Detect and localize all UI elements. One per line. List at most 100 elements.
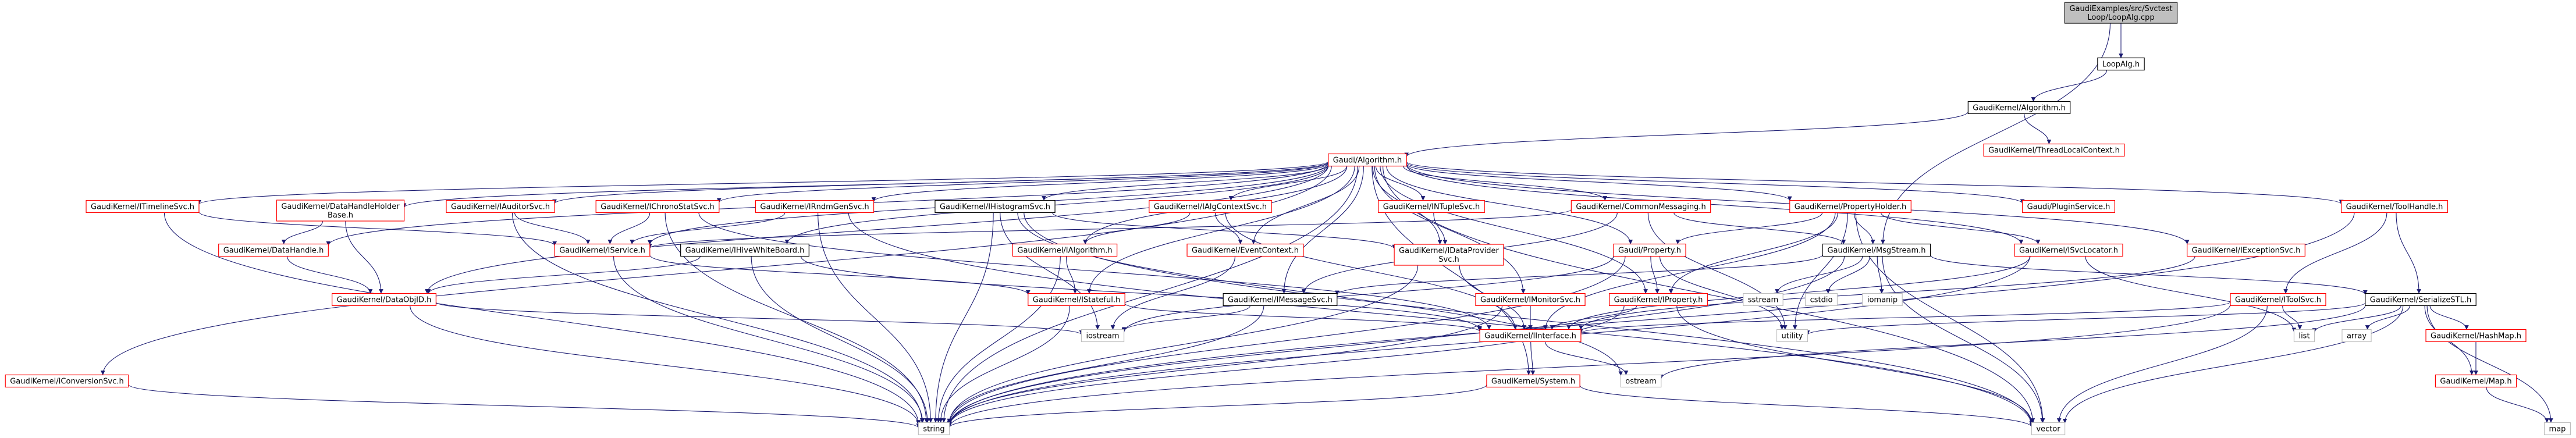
node-intuple[interactable]: GaudiKernel/INTupleSvc.h (1378, 200, 1485, 213)
edge-ga_alg-to-propholder (1406, 163, 1792, 201)
edge-dataobjid-to-iostream (435, 302, 1083, 335)
node-box (1223, 293, 1338, 307)
node-label: Gaudi/Algorithm.h (1333, 156, 1402, 165)
edge-system-to-vector (1579, 385, 2034, 428)
node-array: array (2342, 329, 2372, 343)
node-system[interactable]: GaudiKernel/System.h (1486, 374, 1580, 388)
node-box (446, 200, 555, 213)
edge-itoolsvc-to-list (2282, 305, 2303, 330)
node-label: GaudiKernel/IStateful.h (1033, 296, 1120, 305)
edge-ga_alg-to-iauditor (552, 162, 1329, 204)
node-tlc[interactable]: GaudiKernel/ThreadLocalContext.h (1983, 143, 2125, 157)
edge-ihisto-to-idataprov (1052, 212, 1397, 250)
node-label: GaudiKernel/Algorithm.h (1973, 104, 2065, 113)
node-string: string (918, 422, 950, 436)
node-box (1983, 143, 2125, 157)
node-imonitor[interactable]: GaudiKernel/IMonitorSvc.h (1475, 293, 1586, 307)
node-hashmap[interactable]: GaudiKernel/HashMap.h (2425, 329, 2527, 343)
node-box (2014, 243, 2123, 257)
node-commsg[interactable]: GaudiKernel/CommonMessaging.h (1571, 200, 1711, 213)
node-iinterface[interactable]: GaudiKernel/IInterface.h (1479, 329, 1582, 343)
node-gkmap[interactable]: GaudiKernel/Map.h (2435, 374, 2517, 388)
edge-ga_alg-to-iconv (100, 166, 1332, 375)
node-box (595, 200, 720, 213)
node-dataobjid[interactable]: GaudiKernel/DataObjID.h (332, 293, 436, 307)
node-iservice[interactable]: GaudiKernel/IService.h (554, 243, 651, 257)
node-label: GaudiKernel/EventContext.h (1192, 247, 1299, 255)
node-box (2342, 329, 2372, 343)
node-isvcloc[interactable]: GaudiKernel/ISvcLocator.h (2014, 243, 2123, 257)
node-ostream: ostream (1620, 374, 1662, 388)
node-itoolsvc[interactable]: GaudiKernel/IToolSvc.h (2230, 293, 2326, 307)
node-box (2543, 422, 2571, 436)
node-iauditor[interactable]: GaudiKernel/IAuditorSvc.h (446, 200, 555, 213)
dependency-edges (100, 23, 2553, 428)
node-box (1486, 374, 1580, 388)
edge-datahandle-to-dataobjid (286, 256, 373, 294)
edge-gk_alg-to-tlc (2024, 113, 2052, 144)
node-box (1609, 293, 1708, 307)
node-box (2293, 329, 2315, 343)
node-label: GaudiExamples/src/Svctest (2069, 5, 2172, 13)
node-iexcept[interactable]: GaudiKernel/IExceptionSvc.h (2187, 243, 2305, 257)
node-ichrono[interactable]: GaudiKernel/IChronoStatSvc.h (595, 200, 720, 213)
node-msgstream[interactable]: GaudiKernel/MsgStream.h (1822, 243, 1931, 257)
node-label: GaudiKernel/INTupleSvc.h (1383, 203, 1480, 212)
node-ialgctx[interactable]: GaudiKernel/IAlgContextSvc.h (1149, 200, 1272, 213)
node-ihivewb[interactable]: GaudiKernel/IHiveWhiteBoard.h (680, 243, 809, 257)
edge-ga_alg-to-imessage (1281, 166, 1364, 294)
node-label: GaudiKernel/MsgStream.h (1827, 247, 1925, 255)
node-box (86, 200, 200, 213)
node-gk_alg[interactable]: GaudiKernel/Algorithm.h (1967, 101, 2071, 115)
edge-ga_alg-to-pluginsvc (1406, 162, 2025, 204)
edge-serialstl-to-vector (2062, 305, 2404, 423)
edge-intuple-to-idataprov (1433, 212, 1448, 245)
node-eventctx[interactable]: GaudiKernel/EventContext.h (1186, 243, 1304, 257)
node-pluginsvc[interactable]: Gaudi/PluginService.h (2022, 200, 2115, 213)
node-property[interactable]: Gaudi/Property.h (1613, 243, 1686, 257)
node-box (2230, 293, 2326, 307)
node-propholder[interactable]: GaudiKernel/PropertyHolder.h (1789, 200, 1911, 213)
node-label: iostream (1086, 332, 1119, 341)
node-box (5, 374, 129, 388)
node-irndm[interactable]: GaudiKernel/IRndmGenSvc.h (755, 200, 875, 213)
node-label: list (2298, 332, 2309, 341)
node-label: GaudiKernel/ITimelineSvc.h (91, 203, 194, 212)
edge-ichrono-to-iinterface (698, 212, 1491, 330)
node-toolhandle[interactable]: GaudiKernel/ToolHandle.h (2340, 200, 2449, 213)
edge-propholder-to-isvcloc (1880, 212, 2041, 244)
node-label: Gaudi/Property.h (1618, 247, 1681, 255)
edge-imessage-to-iostream (1121, 305, 1250, 332)
edge-iservice-to-istateful (649, 255, 1031, 295)
edge-system-to-string (947, 384, 1487, 428)
node-box (2031, 422, 2066, 436)
node-label: GaudiKernel/ISvcLocator.h (2019, 247, 2118, 255)
node-iproperty[interactable]: GaudiKernel/IProperty.h (1609, 293, 1708, 307)
node-list: list (2293, 329, 2315, 343)
node-ga_alg[interactable]: Gaudi/Algorithm.h (1328, 153, 1407, 167)
node-loopalg[interactable]: LoopAlg.h (2097, 57, 2145, 71)
node-box (2022, 200, 2115, 213)
edge-msgstream-to-sstream (1775, 256, 1863, 294)
node-root[interactable]: GaudiExamples/src/SvctestLoop/LoopAlg.cp… (2064, 2, 2178, 24)
node-ialgorithm[interactable]: GaudiKernel/IAlgorithm.h (1012, 243, 1118, 257)
node-serialstl[interactable]: GaudiKernel/SerializeSTL.h (2365, 293, 2476, 307)
edge-itimeline-to-string (164, 212, 921, 425)
edge-propholder-to-iinterface (1543, 212, 1836, 330)
edge-commsg-to-msgstream (1673, 212, 1846, 244)
node-box (332, 293, 436, 307)
edge-ihisto-to-string (933, 212, 994, 423)
node-iconv[interactable]: GaudiKernel/IConversionSvc.h (5, 374, 129, 388)
node-box (1081, 329, 1125, 343)
node-istateful[interactable]: GaudiKernel/IStateful.h (1028, 293, 1125, 307)
node-datahandle[interactable]: GaudiKernel/DataHandle.h (218, 243, 329, 257)
node-ihisto[interactable]: GaudiKernel/IHistogramSvc.h (935, 200, 1056, 213)
node-label: GaudiKernel/IHistogramSvc.h (940, 203, 1050, 212)
node-label: utility (1782, 332, 1803, 341)
edge-msgstream-to-serialstl (1930, 254, 2368, 295)
node-itimeline[interactable]: GaudiKernel/ITimelineSvc.h (86, 200, 200, 213)
node-box (2064, 2, 2178, 24)
node-imessage[interactable]: GaudiKernel/IMessageSvc.h (1223, 293, 1338, 307)
